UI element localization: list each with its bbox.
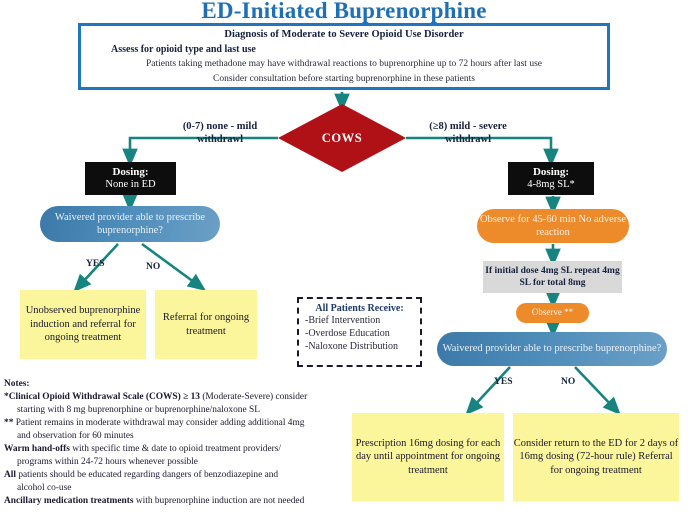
dosing-left-value: None in ED [105, 178, 156, 190]
yes-label-left: YES [86, 259, 105, 269]
note-4: All patients should be educated regardin… [4, 469, 344, 481]
note-4-cont: alcohol co-use [17, 483, 72, 494]
note-3-bold: Warm hand-offs [4, 444, 70, 455]
page-title: ED-Initiated Buprenorphine [201, 0, 487, 23]
note-1: *Clinical Opioid Withdrawal Scale (COWS)… [4, 391, 344, 403]
dosing-box-right: Dosing: 4-8mg SL* [508, 162, 594, 195]
no-label-left: NO [146, 262, 161, 272]
note-4-rest: patients should be educated regarding da… [15, 470, 279, 481]
cows-decision-diamond: COWS [278, 104, 406, 172]
header-methadone-note: Patients taking methadone may have withd… [146, 59, 542, 69]
notes-section: Notes: *Clinical Opioid Withdrawal Scale… [4, 378, 344, 508]
note-5: Ancillary medication treatments with bup… [4, 495, 344, 507]
note-2-bold: ** [4, 418, 14, 429]
waivered-provider-question-left: Waivered provider able to prescribe bupr… [40, 206, 220, 242]
note-5-rest: with buprenorphine induction are not nee… [133, 496, 305, 507]
observe-secondary: Observe ** [516, 303, 589, 323]
note-4-bold: All [4, 470, 16, 481]
repeat-dose-box: If initial dose 4mg SL repeat 4mg SL for… [483, 261, 622, 293]
no-label-right: NO [561, 377, 576, 387]
observe-45-60-min: Observe for 45-60 min No adverse reactio… [477, 209, 629, 243]
all-patients-item-overdose: -Overdose Education [305, 328, 390, 339]
note-3-cont: programs within 24-72 hours whenever pos… [17, 457, 198, 468]
note-2-cont: and observation for 60 minutes [17, 431, 134, 442]
branch-label-right: (≥8) mild - severe withdrawl [429, 121, 507, 146]
all-patients-item-brief: -Brief Intervention [305, 315, 381, 326]
header-assess-line: Assess for opioid type and last use [111, 44, 256, 55]
cows-label: COWS [321, 130, 363, 145]
waivered-provider-question-right: Waivered provider able to prescribe bupr… [437, 332, 667, 366]
branch-label-left: (0-7) none - mild withdrawl [182, 121, 258, 146]
note-3: Warm hand-offs with specific time & date… [4, 443, 344, 455]
outcome-unobserved-induction: Unobserved buprenorphine induction and r… [20, 290, 146, 359]
all-patients-item-naloxone: -Naloxone Distribution [305, 341, 399, 352]
note-1-cont: starting with 8 mg buprenorphine or bupr… [17, 405, 260, 416]
yes-label-right: YES [494, 377, 513, 387]
header-consult-note: Consider consultation before starting bu… [213, 74, 475, 84]
dosing-left-title: Dosing: [112, 165, 149, 178]
dosing-right-value: 4-8mg SL* [527, 178, 575, 190]
note-2-rest: Patient remains in moderate withdrawal m… [13, 418, 305, 429]
outcome-referral-ongoing: Referral for ongoing treatment [155, 290, 257, 359]
outcome-consider-return: Consider return to the ED for 2 days of … [513, 413, 679, 501]
notes-heading: Notes: [4, 379, 30, 389]
dosing-box-left: Dosing: None in ED [85, 162, 176, 195]
note-2: ** Patient remains in moderate withdrawa… [4, 417, 344, 429]
note-1-rest: (Moderate-Severe) consider [199, 392, 308, 403]
outcome-prescription: Prescription 16mg dosing for each day un… [352, 413, 504, 501]
all-patients-receive-box: All Patients Receive: -Brief Interventio… [297, 297, 422, 367]
diagnosis-header-box: Diagnosis of Moderate to Severe Opioid U… [78, 23, 610, 90]
dosing-right-title: Dosing: [532, 165, 570, 178]
note-3-rest: with specific time & date to opioid trea… [69, 444, 282, 455]
all-patients-title: All Patients Receive: [315, 303, 404, 314]
note-5-bold: Ancillary medication treatments [4, 496, 134, 507]
header-diagnosis-line: Diagnosis of Moderate to Severe Opioid U… [224, 29, 464, 40]
note-1-bold: *Clinical Opioid Withdrawal Scale (COWS)… [4, 392, 200, 403]
